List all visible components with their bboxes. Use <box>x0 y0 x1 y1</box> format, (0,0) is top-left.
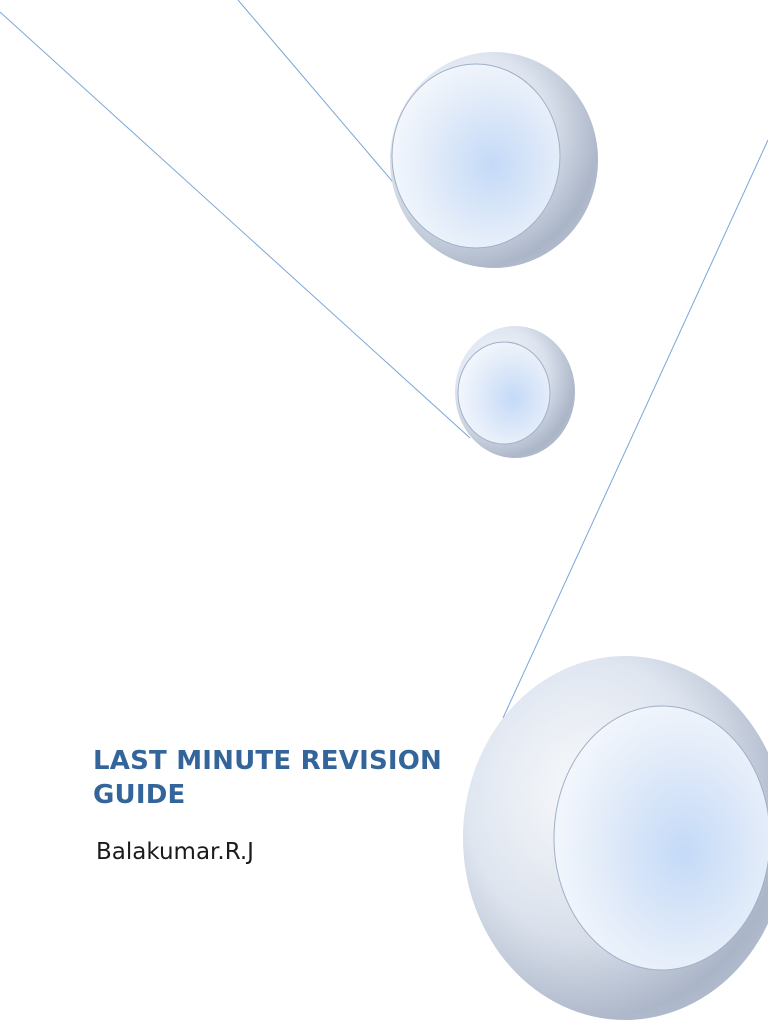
disc-middle <box>455 326 575 458</box>
decorative-line-1 <box>237 0 399 189</box>
decorative-line-2 <box>0 11 471 439</box>
disc-bottom <box>463 656 768 1020</box>
disc-top <box>390 52 598 268</box>
decorative-line-3 <box>502 139 768 719</box>
document-title: LAST MINUTE REVISION GUIDE <box>93 746 443 810</box>
author-name: Balakumar.R.J <box>96 839 254 865</box>
